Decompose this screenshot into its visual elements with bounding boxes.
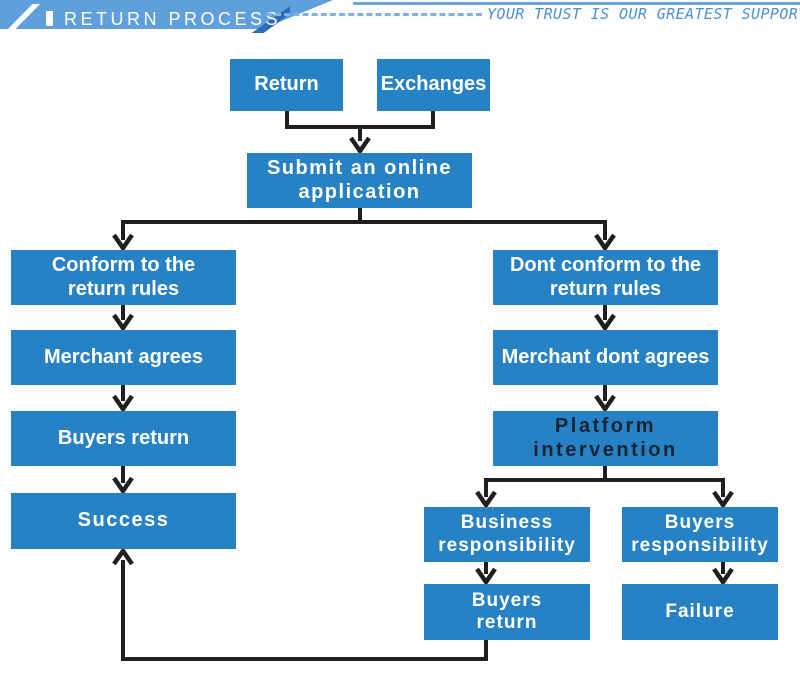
node-buyers-responsibility: Buyers responsibility (622, 507, 778, 562)
node-buyers-return-left: Buyers return (11, 411, 236, 466)
title-bar-icon (46, 11, 53, 26)
node-dont-conform-rules: Dont conform to the return rules (493, 250, 718, 305)
node-business-responsibility: Business responsibility (424, 507, 590, 562)
node-merchant-dont-agrees: Merchant dont agrees (493, 330, 718, 385)
node-buyers-return-bottom: Buyers return (424, 584, 590, 640)
node-conform-rules: Conform to the return rules (11, 250, 236, 305)
header-dashed-line (266, 13, 482, 16)
node-exchanges: Exchanges (377, 59, 490, 111)
node-return: Return (230, 59, 343, 111)
page-title: RETURN PROCESS (64, 9, 282, 29)
node-success: Success (11, 493, 236, 549)
header-top-rule (353, 2, 800, 5)
node-merchant-agrees: Merchant agrees (11, 330, 236, 385)
node-failure: Failure (622, 584, 778, 640)
node-platform-intervention: Platform intervention (493, 411, 718, 466)
header-tagline: YOUR TRUST IS OUR GREATEST SUPPORT (487, 5, 800, 23)
node-submit-application: Submit an online application (247, 153, 472, 208)
